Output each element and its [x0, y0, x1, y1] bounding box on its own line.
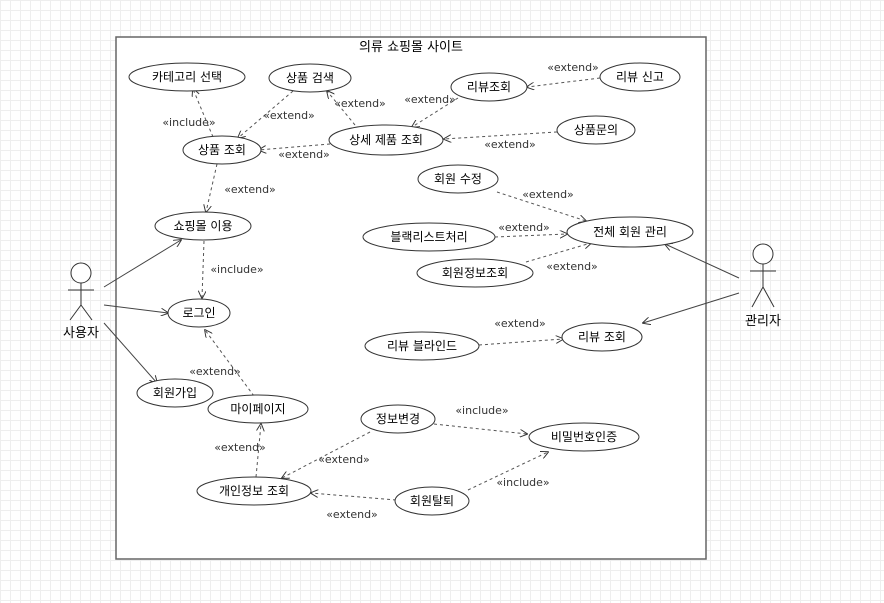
- label-extend: «extend»: [547, 61, 599, 74]
- usecase-category-select[interactable]: [128, 62, 246, 92]
- usecase-blacklist[interactable]: [362, 222, 496, 252]
- usecase-pw-auth[interactable]: [528, 422, 640, 452]
- label-extend: «extend»: [278, 148, 330, 161]
- assoc-user-shop: [103, 240, 181, 288]
- extend-edge-personal-mypage: [255, 424, 261, 478]
- label-extend: «extend»: [224, 183, 276, 196]
- usecase-mypage-label: 마이페이지: [230, 402, 285, 416]
- label-extend: «extend»: [334, 97, 386, 110]
- usecase-shop-use[interactable]: [154, 211, 252, 241]
- usecase-review-report[interactable]: [599, 62, 681, 92]
- extend-edge-inquiry-detail: [444, 131, 558, 139]
- assoc-user-login: [103, 304, 168, 313]
- label-include: «include»: [162, 116, 215, 129]
- label-extend: «extend»: [214, 441, 266, 454]
- label-extend: «extend»: [484, 138, 536, 151]
- usecase-member-info-view[interactable]: [416, 258, 534, 288]
- usecase-shop-use-label: 쇼핑몰 이용: [173, 219, 232, 233]
- extend-edge-detail-search: [327, 91, 356, 126]
- extend-edge-search-product: [238, 90, 294, 138]
- usecase-member-manage[interactable]: [566, 216, 694, 248]
- usecase-review-report-label: 리뷰 신고: [616, 70, 664, 84]
- usecase-blacklist-label: 블랙리스트처리: [390, 230, 467, 244]
- usecase-review-view[interactable]: [450, 72, 528, 102]
- usecase-review-view-label: 리뷰조회: [467, 80, 511, 94]
- usecase-info-change-label: 정보변경: [376, 412, 420, 426]
- usecase-product-search-label: 상품 검색: [286, 71, 334, 85]
- extend-edge-mypage-login: [205, 330, 255, 397]
- extend-edge-product-shop: [206, 163, 218, 212]
- usecase-signup-label: 회원가입: [153, 386, 197, 400]
- actor-admin-label: 관리자: [745, 314, 781, 329]
- extend-edge-member-edit-manage: [496, 191, 586, 221]
- extend-edge-infochange-personal: [282, 431, 371, 478]
- label-include: «include»: [496, 476, 549, 489]
- actor-user-label: 사용자: [63, 326, 99, 341]
- extend-edge-withdraw-personal: [311, 493, 397, 501]
- assoc-admin-manage: [665, 244, 740, 279]
- extend-edge-memberinfo-manage: [525, 243, 591, 263]
- extend-edge-report-review: [527, 77, 601, 87]
- label-include: «include»: [210, 263, 263, 276]
- usecase-detail-view[interactable]: [328, 124, 444, 156]
- usecase-personal-info-view[interactable]: [196, 476, 312, 506]
- usecase-member-manage-label: 전체 회원 관리: [593, 225, 667, 239]
- usecase-product-search[interactable]: [268, 63, 352, 93]
- assoc-admin-review: [643, 292, 740, 323]
- label-extend: «extend»: [326, 508, 378, 521]
- usecase-member-edit[interactable]: [417, 164, 499, 194]
- label-include: «include»: [455, 404, 508, 417]
- label-extend: «extend»: [494, 317, 546, 330]
- label-extend: «extend»: [546, 260, 598, 273]
- extend-edge-blind-review: [478, 339, 563, 346]
- usecase-mypage[interactable]: [207, 394, 309, 424]
- usecase-product-view[interactable]: [182, 135, 262, 165]
- usecase-admin-review-view-label: 리뷰 조회: [578, 330, 626, 344]
- actor-admin-head-icon: [752, 243, 774, 265]
- usecase-withdraw-label: 회원탈퇴: [410, 494, 454, 508]
- actor-user-head-icon: [70, 262, 92, 284]
- usecase-login-label: 로그인: [182, 306, 215, 320]
- usecase-personal-info-view-label: 개인정보 조회: [219, 484, 289, 498]
- label-extend: «extend»: [189, 365, 241, 378]
- label-extend: «extend»: [404, 93, 456, 106]
- usecase-category-select-label: 카테고리 선택: [152, 70, 222, 84]
- usecase-product-inquiry[interactable]: [556, 115, 636, 145]
- extend-edge-blacklist-manage: [494, 234, 567, 237]
- label-extend: «extend»: [263, 109, 315, 122]
- usecase-admin-review-view[interactable]: [561, 322, 643, 352]
- actor-admin[interactable]: [750, 243, 776, 308]
- usecase-member-info-view-label: 회원정보조회: [442, 266, 508, 280]
- include-edge-product-category: [193, 89, 214, 138]
- usecase-product-view-label: 상품 조회: [198, 143, 246, 157]
- system-title: 의류 쇼핑몰 사이트: [359, 40, 463, 55]
- usecase-signup[interactable]: [136, 378, 214, 408]
- usecase-member-edit-label: 회원 수정: [434, 172, 482, 186]
- usecase-pw-auth-label: 비밀번호인증: [551, 430, 617, 444]
- usecase-review-blind-label: 리뷰 블라인드: [387, 339, 457, 353]
- assoc-user-signup: [103, 322, 157, 383]
- label-extend: «extend»: [498, 221, 550, 234]
- usecase-info-change[interactable]: [360, 404, 436, 434]
- usecase-login[interactable]: [167, 298, 231, 328]
- label-extend: «extend»: [522, 188, 574, 201]
- actor-user[interactable]: [68, 262, 94, 321]
- include-edge-withdraw-pw: [467, 452, 548, 491]
- usecase-product-inquiry-label: 상품문의: [574, 123, 618, 137]
- usecase-withdraw[interactable]: [394, 486, 470, 516]
- label-extend: «extend»: [318, 453, 370, 466]
- usecase-review-blind[interactable]: [364, 331, 480, 361]
- usecase-detail-view-label: 상세 제품 조회: [349, 133, 423, 147]
